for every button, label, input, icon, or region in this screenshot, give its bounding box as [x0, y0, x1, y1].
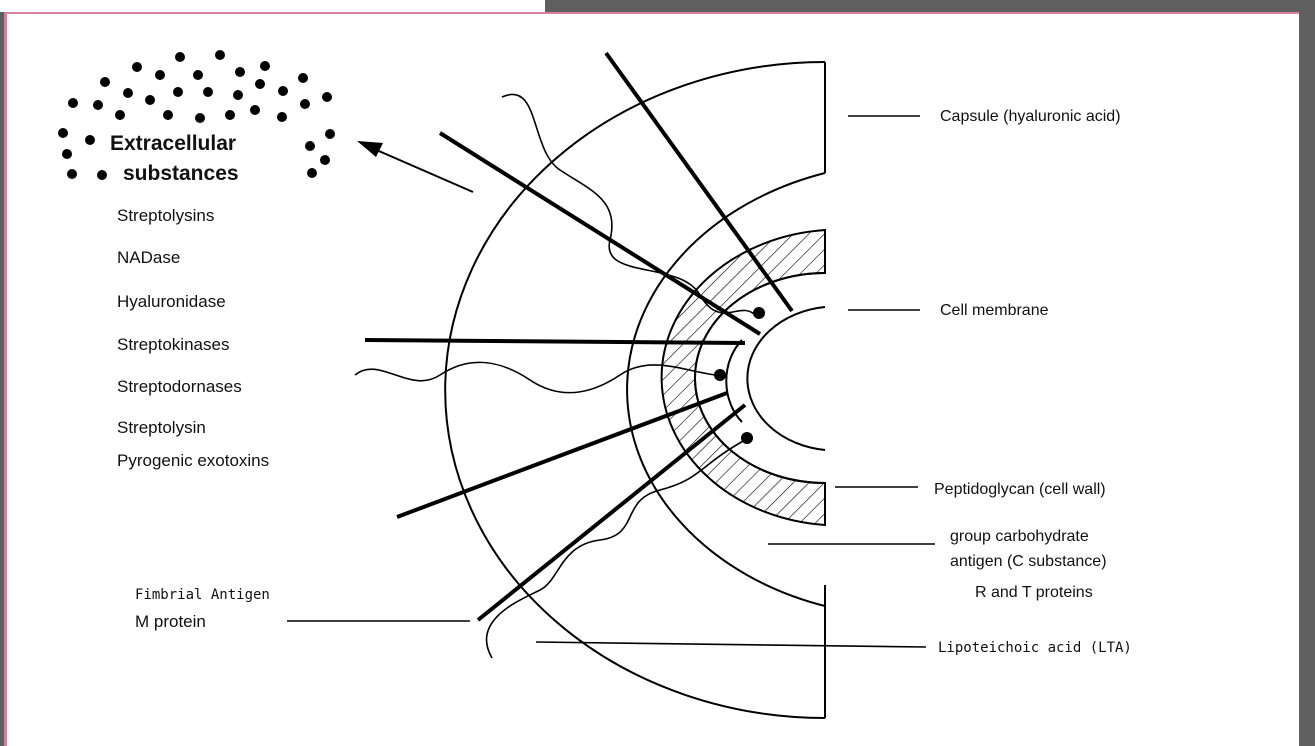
extracellular-arrow-shaft — [372, 148, 473, 192]
wall-dot — [741, 432, 753, 444]
m-protein-label: M protein — [135, 612, 206, 631]
extracellular-item: Hyaluronidase — [117, 292, 226, 311]
group-carbohydrate-label-line2: antigen (C substance) — [950, 553, 1107, 570]
cell-membrane-inner-arc — [747, 307, 825, 450]
fimbrial-antigen-label: Fimbrial Antigen — [135, 587, 270, 603]
capsule-outer-arc — [445, 62, 825, 718]
extracellular-item: NADase — [117, 248, 180, 267]
fibril-line — [440, 133, 760, 334]
extracellular-item: Pyrogenic exotoxins — [117, 451, 269, 470]
extracellular-item: Streptokinases — [117, 335, 229, 354]
wall-dot — [714, 369, 726, 381]
extracellular-dot-cloud — [58, 50, 335, 180]
extracellular-item: Streptodornases — [117, 377, 242, 396]
wall-dot — [753, 307, 765, 319]
peptidoglycan-label: Peptidoglycan (cell wall) — [934, 481, 1106, 498]
fibril-line — [606, 53, 792, 311]
extracellular-item: Streptolysin — [117, 418, 206, 437]
extracellular-title-line2: substances — [123, 162, 239, 185]
extracellular-arrow-head — [357, 141, 383, 157]
extracellular-title-line1: Extracellular — [110, 132, 236, 155]
cell-membrane-label: Cell membrane — [940, 302, 1049, 319]
lta-leader — [536, 642, 926, 647]
rt-proteins-label: R and T proteins — [975, 584, 1093, 601]
lta-label: Lipoteichoic acid (LTA) — [938, 640, 1132, 656]
group-carbohydrate-label-line1: group carbohydrate — [950, 528, 1089, 545]
extracellular-item: Streptolysins — [117, 206, 214, 225]
capsule-label: Capsule (hyaluronic acid) — [940, 108, 1121, 125]
